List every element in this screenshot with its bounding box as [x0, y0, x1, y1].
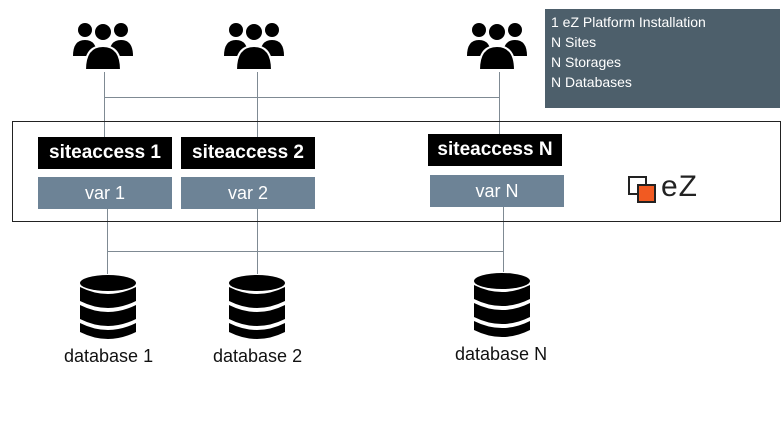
info-box: 1 eZ Platform Installation N Sites N Sto… — [545, 9, 780, 108]
siteaccess-n: siteaccess N — [428, 134, 562, 166]
connector-userN — [499, 72, 500, 134]
var-n: var N — [430, 175, 564, 207]
connector-user2 — [257, 72, 258, 137]
connector-varN-inner — [503, 206, 504, 221]
database-n-label: database N — [455, 344, 548, 364]
users-group-icon — [73, 22, 133, 71]
connector-user1-inner — [104, 122, 105, 137]
database-icon — [229, 275, 285, 339]
info-line: N Sites — [551, 34, 597, 50]
connector-dbN — [503, 206, 504, 272]
connector-user1 — [104, 72, 105, 137]
var-2: var 2 — [181, 177, 315, 209]
connector-var1-inner — [107, 208, 108, 221]
connector-db2 — [257, 208, 258, 274]
connector-top-bus — [104, 97, 500, 98]
connector-db1 — [107, 208, 108, 274]
database-1-label: database 1 — [64, 346, 154, 366]
siteaccess-2: siteaccess 2 — [181, 137, 315, 169]
connector-bottom-bus — [107, 251, 504, 252]
connector-user2-inner — [257, 122, 258, 137]
ez-logo-text: eZ — [661, 170, 699, 203]
database-icon — [80, 275, 136, 339]
connector-userN-inner — [499, 122, 500, 134]
connector-var2-inner — [257, 208, 258, 221]
info-line: N Databases — [551, 74, 632, 90]
var-1: var 1 — [38, 177, 172, 209]
info-line: 1 eZ Platform Installation — [551, 14, 706, 30]
ez-logo-icon — [628, 176, 656, 203]
siteaccess-1: siteaccess 1 — [38, 137, 172, 169]
users-group-icon — [467, 22, 527, 71]
database-2-label: database 2 — [213, 346, 303, 366]
info-line: N Storages — [551, 54, 622, 70]
database-icon — [474, 273, 530, 337]
users-group-icon — [224, 22, 284, 71]
